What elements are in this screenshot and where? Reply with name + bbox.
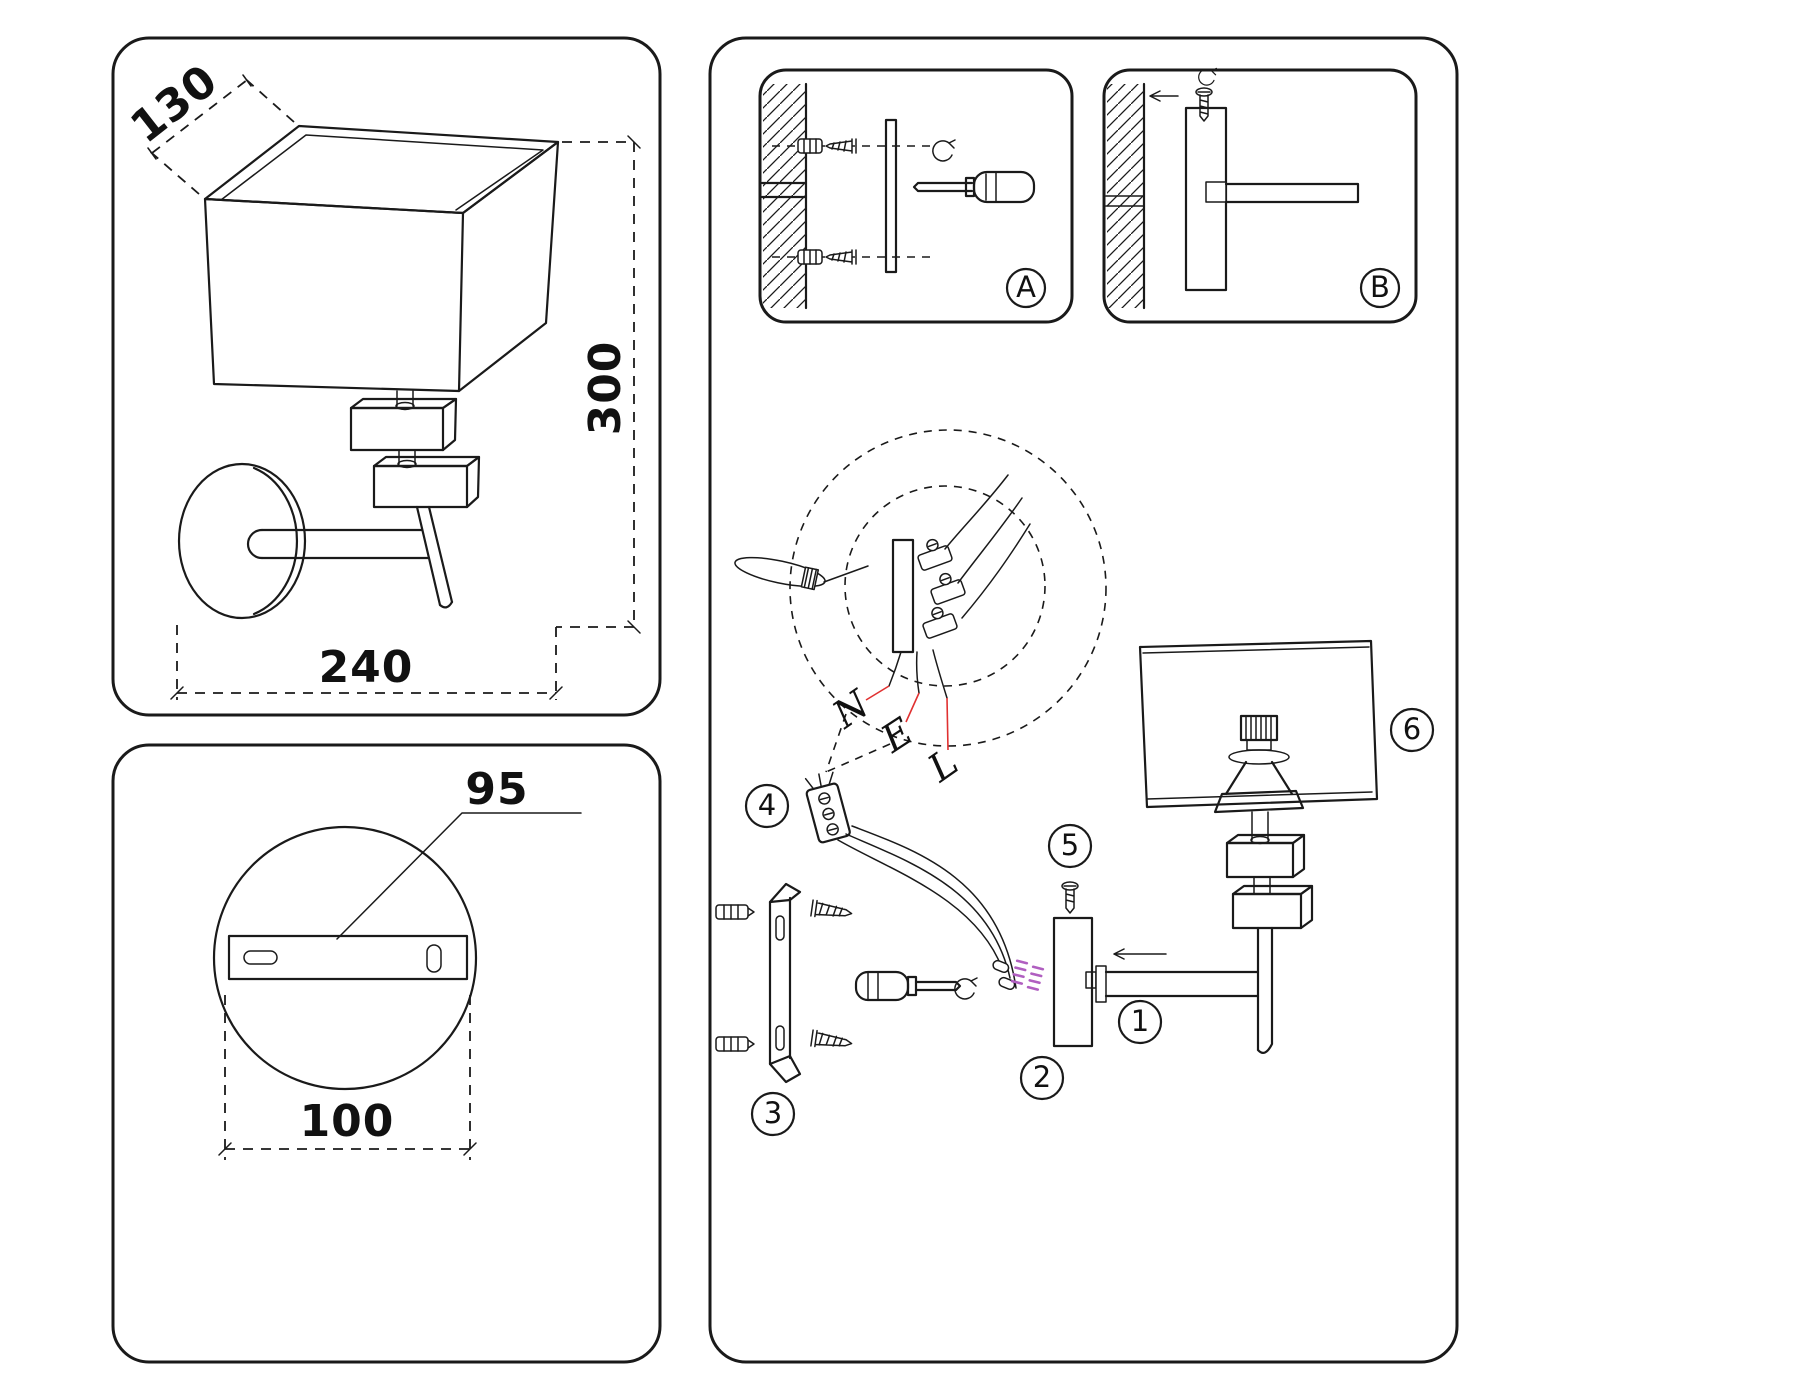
panel-border bbox=[111, 36, 662, 717]
screw-icon bbox=[1195, 87, 1213, 122]
dimension-300: 300 bbox=[555, 135, 641, 700]
part-3-bracket: 3 bbox=[715, 882, 853, 1137]
slide-arrow-icon bbox=[1113, 948, 1167, 960]
wall-anchor-icon bbox=[797, 138, 823, 265]
part-1-badge bbox=[1117, 999, 1163, 1045]
screw-icon bbox=[810, 1029, 853, 1048]
dim-plate-width: 100 bbox=[300, 1096, 395, 1147]
lamp-arm bbox=[1104, 970, 1260, 998]
terminal-2 bbox=[930, 572, 966, 605]
dimension-drawing-panel: 130 300 240 bbox=[111, 36, 662, 717]
zoom-balloon-outer bbox=[789, 429, 1107, 747]
dim-width: 240 bbox=[319, 642, 414, 693]
lamp-cable bbox=[837, 825, 1017, 989]
part-5-label: 5 bbox=[1061, 828, 1079, 862]
part-5-badge bbox=[1047, 823, 1093, 869]
step-a-badge bbox=[1005, 267, 1047, 309]
step-b-diagram: B bbox=[1102, 67, 1418, 324]
lamp-arm bbox=[1224, 182, 1360, 204]
lamp-wires bbox=[888, 649, 948, 699]
part-2-badge bbox=[1019, 1055, 1065, 1101]
lamp-shade bbox=[203, 124, 560, 393]
lamp-stem bbox=[349, 390, 481, 609]
wire-sleeves bbox=[992, 959, 1016, 991]
dim-height: 300 bbox=[580, 341, 631, 436]
dimension-240: 240 bbox=[170, 625, 563, 700]
supply-wires bbox=[944, 474, 1031, 619]
dim-hole-offset: 95 bbox=[465, 764, 528, 815]
part-4-terminal-block: 4 bbox=[744, 771, 1017, 991]
wire-leader-lines bbox=[865, 685, 949, 751]
part-4-label: 4 bbox=[758, 788, 776, 822]
fastener-pins bbox=[1010, 959, 1045, 991]
installation-panel: A B bbox=[708, 36, 1459, 1364]
step-b-label: B bbox=[1370, 270, 1390, 304]
plate-drawing-panel: 95 100 bbox=[111, 743, 662, 1364]
terminal-3 bbox=[922, 606, 958, 639]
dimension-95: 95 bbox=[336, 764, 582, 940]
part-2-wall-plate: 2 bbox=[1019, 916, 1097, 1101]
part-2-label: 2 bbox=[1033, 1060, 1051, 1094]
screwdriver-icon bbox=[854, 970, 962, 1002]
part-6-badge bbox=[1389, 707, 1435, 753]
slide-arrow-icon bbox=[1149, 90, 1179, 102]
part-1-label: 1 bbox=[1131, 1004, 1149, 1038]
bracket-top-tab bbox=[768, 882, 802, 904]
bar-slot-horizontal bbox=[243, 950, 278, 965]
screw-icon bbox=[810, 899, 853, 918]
screw-axis-lines bbox=[772, 145, 936, 258]
lamp-stem bbox=[1225, 811, 1314, 1054]
bracket-plate-edge bbox=[884, 118, 898, 274]
bracket-bottom-tab bbox=[768, 1054, 802, 1084]
part-6-assembly: 6 bbox=[1138, 639, 1435, 1054]
step-a-diagram: A bbox=[758, 68, 1074, 324]
wall-anchor-icon bbox=[715, 904, 755, 1052]
screw-icon bbox=[825, 138, 857, 265]
mounting-bar bbox=[227, 934, 469, 981]
balloon-tail bbox=[825, 713, 891, 773]
terminal-strip bbox=[891, 538, 915, 654]
wall-mount-disc bbox=[177, 462, 431, 620]
screwdriver-icon bbox=[912, 170, 1036, 204]
part-4-badge bbox=[744, 783, 790, 829]
lamp-shade bbox=[1138, 639, 1379, 809]
terminal-1 bbox=[917, 538, 953, 571]
part-5-screw: 5 bbox=[1047, 823, 1093, 914]
mount-circle bbox=[212, 825, 478, 1091]
assembly-tools bbox=[854, 959, 1045, 1002]
zoom-balloon-inner bbox=[844, 485, 1046, 687]
part-3-badge bbox=[750, 1091, 796, 1137]
lamp-socket bbox=[1213, 714, 1305, 814]
bracket-body bbox=[768, 896, 792, 1066]
part-3-label: 3 bbox=[764, 1096, 782, 1130]
bar-slot-vertical bbox=[426, 944, 442, 973]
dimension-100: 100 bbox=[218, 995, 477, 1160]
panel-border bbox=[708, 36, 1459, 1364]
step-b-badge bbox=[1359, 267, 1401, 309]
part-6-label: 6 bbox=[1403, 712, 1421, 746]
part-1-arm: 1 bbox=[1095, 948, 1260, 1045]
step-a-label: A bbox=[1016, 270, 1036, 304]
panel-border bbox=[111, 743, 662, 1364]
arm-joint bbox=[1205, 181, 1227, 203]
